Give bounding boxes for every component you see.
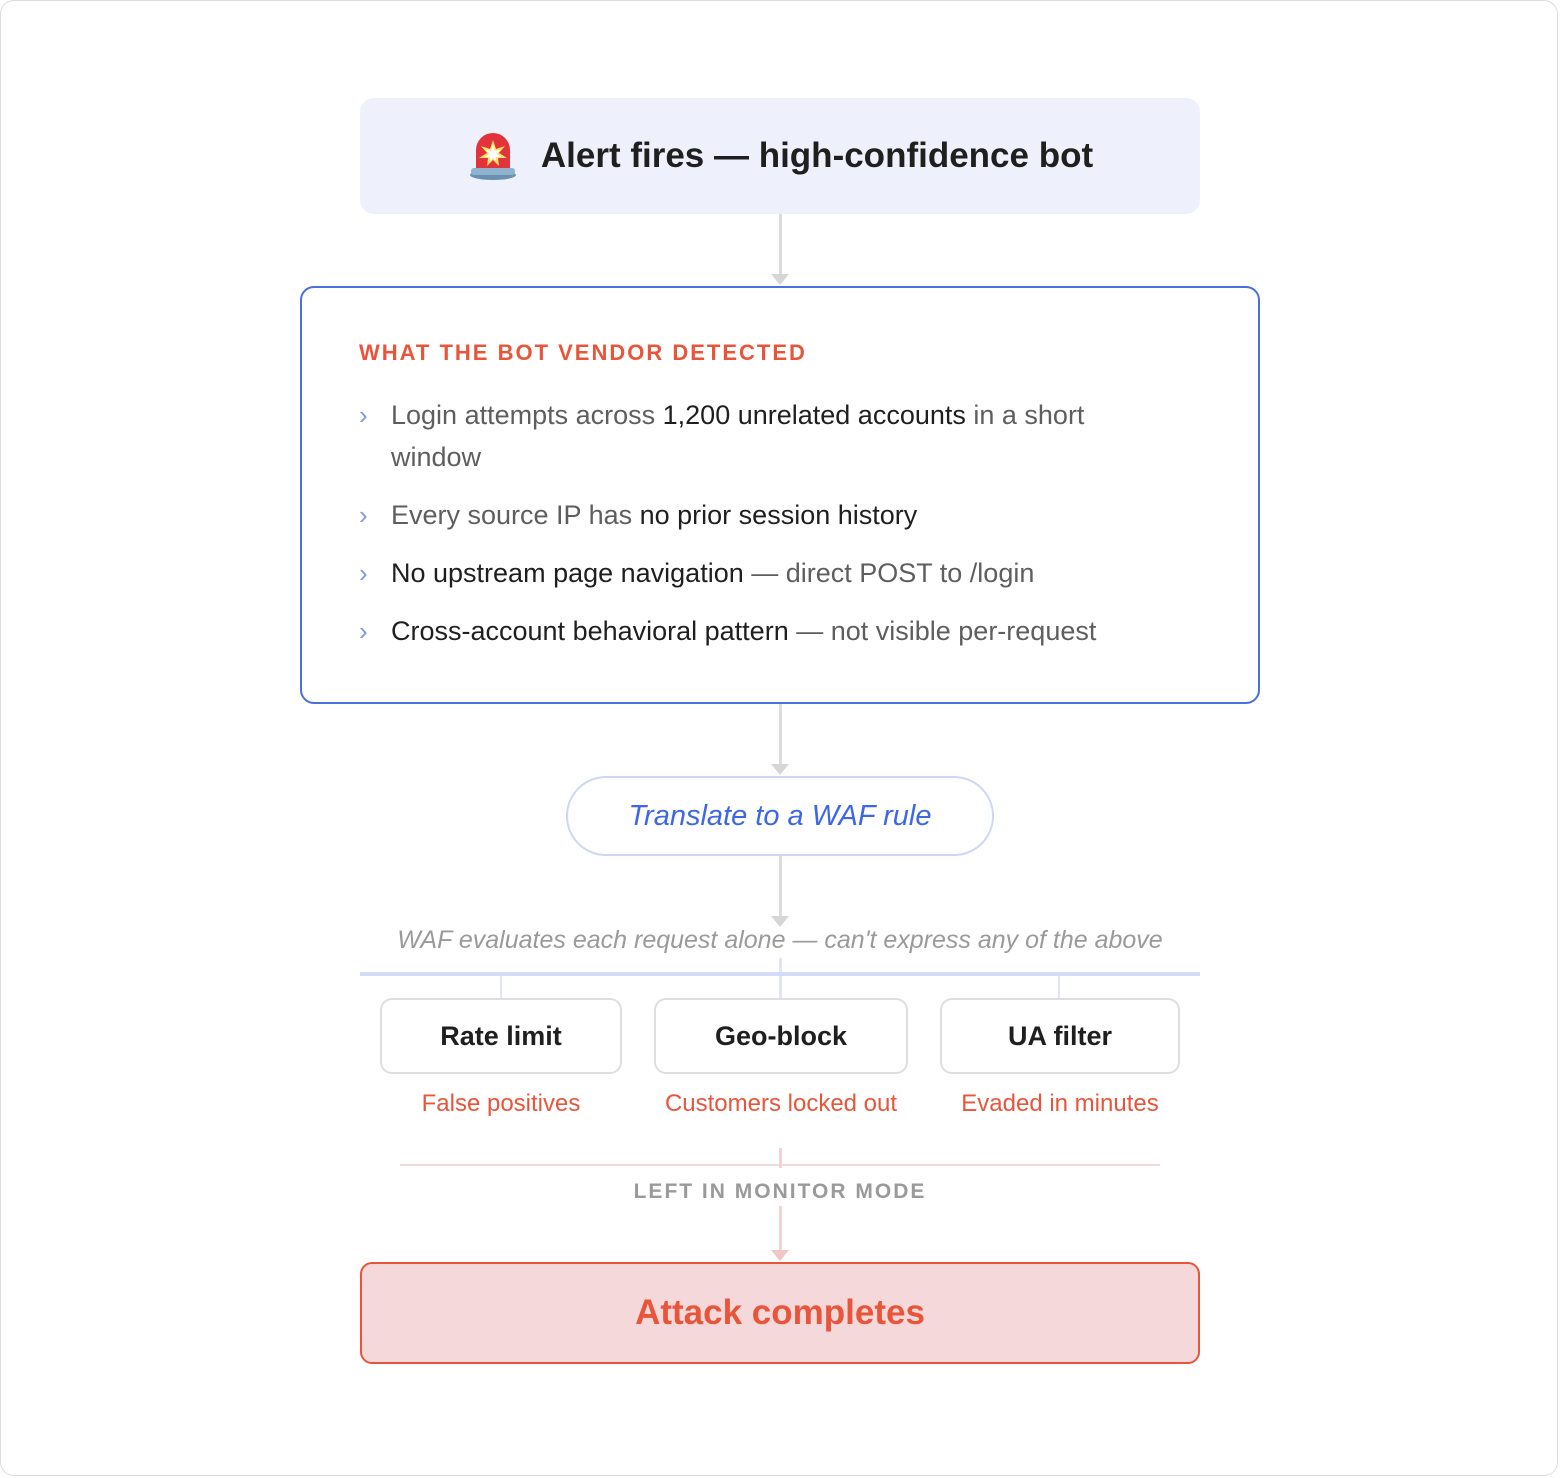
bullet-emphasis: 1,200 unrelated accounts (662, 400, 966, 430)
chevron-right-icon: › (359, 400, 368, 430)
chevron-right-icon: › (359, 558, 368, 588)
option-ua-filter: UA filter (940, 998, 1180, 1074)
connector-line (500, 976, 502, 998)
option-result: Evaded in minutes (961, 1090, 1159, 1117)
connector-line (779, 958, 782, 998)
bullet-text: Login attempts across (391, 400, 663, 430)
option-result: Customers locked out (664, 1090, 898, 1117)
connector-line (779, 856, 782, 916)
outcome-node: Attack completes (360, 1262, 1200, 1364)
chevron-right-icon: › (359, 616, 368, 646)
arrow-down-icon (771, 916, 789, 927)
arrow-down-icon (771, 1250, 789, 1261)
detected-list: › Login attempts across 1,200 unrelated … (359, 394, 1149, 668)
monitor-label: LEFT IN MONITOR MODE (560, 1180, 1000, 1204)
bullet-text: — direct POST to /login (743, 558, 1035, 588)
waf-splitter-bar (360, 972, 1200, 976)
waf-note: WAF evaluates each request alone — can't… (397, 926, 1163, 954)
bullet-text: Every source IP has (391, 500, 640, 530)
option-geo-block: Geo-block (654, 998, 908, 1074)
connector-line (1058, 976, 1060, 998)
bullet-emphasis: Cross-account behavioral pattern (391, 616, 789, 646)
detected-node: WHAT THE BOT VENDOR DETECTED › Login att… (300, 286, 1260, 704)
bullet-emphasis: No upstream page navigation (391, 558, 744, 588)
bullet-text: — not visible per-request (788, 616, 1097, 646)
chevron-right-icon: › (359, 500, 368, 530)
bullet-text: in a short window (391, 400, 1085, 472)
arrow-down-icon (771, 764, 789, 775)
alert-node: Alert fires — high-confidence bot (360, 98, 1200, 214)
connector-line (779, 214, 782, 274)
connector-line (779, 1206, 782, 1250)
connector-line (779, 1148, 782, 1168)
translate-node: Translate to a WAF rule (566, 776, 994, 856)
option-result: False positives (421, 1090, 581, 1117)
connector-line (779, 704, 782, 764)
list-item: › Cross-account behavioral pattern — not… (359, 610, 1149, 652)
list-item: › Every source IP has no prior session h… (359, 494, 1149, 536)
alert-title: Alert fires — high-confidence bot (540, 136, 1094, 175)
list-item: › Login attempts across 1,200 unrelated … (359, 394, 1149, 478)
arrow-down-icon (771, 274, 789, 285)
list-item: › No upstream page navigation — direct P… (359, 552, 1149, 594)
detected-heading: WHAT THE BOT VENDOR DETECTED (359, 340, 807, 365)
option-rate-limit: Rate limit (380, 998, 622, 1074)
bullet-emphasis: no prior session history (639, 500, 918, 530)
siren-icon (469, 133, 516, 180)
